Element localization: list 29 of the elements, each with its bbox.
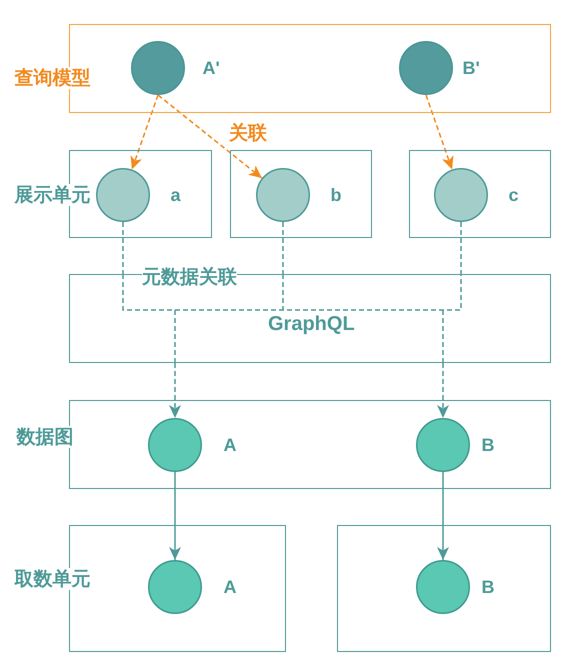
dashed-connector-line	[122, 222, 124, 274]
arrow	[437, 472, 449, 560]
dashed-arrow	[169, 363, 181, 418]
dashed-arrow	[130, 94, 159, 170]
annotation-label: 元数据关联	[142, 266, 237, 288]
dashed-connector-line	[282, 222, 284, 274]
node-label: A'	[202, 56, 220, 78]
node-label: c	[508, 184, 519, 206]
annotation-label: 关联	[229, 122, 267, 144]
group-box	[230, 150, 372, 238]
group-box	[409, 150, 551, 238]
node-label: B	[482, 576, 494, 598]
arrow	[169, 472, 181, 560]
node-label: B	[482, 434, 494, 456]
node-label: A	[224, 576, 236, 598]
row-label: 查询模型	[14, 66, 90, 88]
group-box	[337, 525, 551, 652]
box-title: GraphQL	[268, 312, 355, 334]
dashed-arrow	[437, 363, 449, 418]
dashed-arrow	[425, 94, 454, 170]
row-label: 取数单元	[14, 568, 90, 590]
node-label: B'	[462, 56, 480, 78]
row-label: 数据图	[16, 426, 74, 448]
node-label: b	[330, 184, 342, 206]
node-label: a	[170, 184, 181, 206]
row-label: 展示单元	[14, 184, 90, 206]
node-label: A	[224, 434, 236, 456]
dashed-connector-line	[460, 222, 462, 274]
dashed-arrow	[158, 94, 262, 179]
